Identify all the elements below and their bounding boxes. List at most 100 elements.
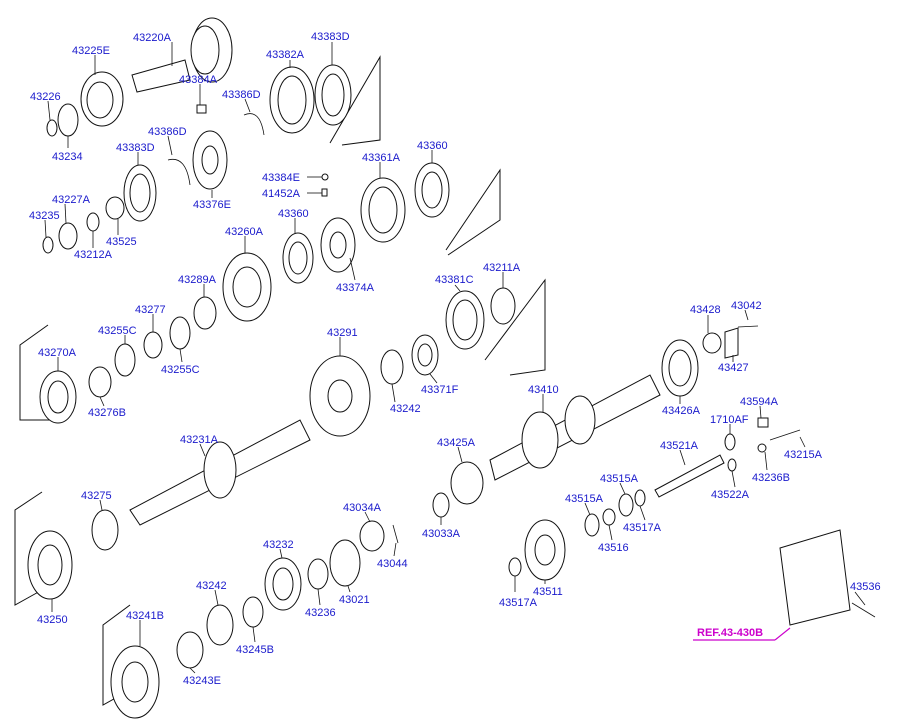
label-43427[interactable]: 43427 — [718, 362, 749, 374]
snap-ring-43226[interactable] — [46, 119, 58, 137]
bearing-43515A-upper[interactable] — [618, 493, 634, 517]
snap-ring-43234[interactable] — [57, 103, 79, 137]
label-43215A[interactable]: 43215A — [784, 449, 823, 461]
label-43260A[interactable]: 43260A — [225, 226, 264, 238]
label-43250[interactable]: 43250 — [37, 614, 68, 626]
label-43517A-upper[interactable]: 43517A — [623, 522, 662, 534]
gear-43241B[interactable] — [110, 645, 160, 719]
ring-43277[interactable] — [143, 331, 163, 359]
ring-43236[interactable] — [307, 558, 329, 590]
sleeve-43276B[interactable] — [88, 366, 112, 398]
hub-43374A[interactable] — [320, 217, 356, 273]
bolt-43042[interactable] — [737, 325, 759, 328]
label-43277[interactable]: 43277 — [135, 304, 166, 316]
bearing-43232[interactable] — [264, 557, 302, 611]
gear-43371F[interactable] — [411, 334, 439, 376]
ring-43245B[interactable] — [242, 596, 264, 628]
label-43536[interactable]: 43536 — [850, 581, 881, 593]
label-43245B[interactable]: 43245B — [236, 644, 274, 656]
gear-43260A[interactable] — [222, 252, 272, 322]
cap-43034A[interactable] — [359, 520, 385, 552]
washer-43517A-lower[interactable] — [508, 557, 522, 577]
label-43511[interactable]: 43511 — [533, 586, 563, 598]
label-43231A[interactable]: 43231A — [180, 434, 219, 446]
label-43517A-lower[interactable]: 43517A — [499, 597, 538, 609]
gear-43270A[interactable] — [39, 370, 77, 424]
label-1710AF[interactable]: 1710AF — [710, 414, 749, 426]
sleeve-43382A[interactable] — [269, 66, 315, 134]
label-43384A[interactable]: 43384A — [179, 74, 218, 86]
hub-43376E[interactable] — [192, 130, 228, 190]
label-43410[interactable]: 43410 — [528, 384, 559, 396]
oring-1710AF[interactable] — [724, 433, 736, 451]
label-43522A[interactable]: 43522A — [711, 489, 750, 501]
gear-43291[interactable] — [309, 355, 371, 437]
pin-43044[interactable] — [392, 524, 399, 544]
label-43255C-lower[interactable]: 43255C — [161, 364, 200, 376]
synchro-ring-43360-upper[interactable] — [414, 162, 450, 218]
ring-43211A[interactable] — [490, 287, 516, 325]
label-43243E[interactable]: 43243E — [183, 675, 221, 687]
washer-43517A-upper[interactable] — [634, 489, 646, 507]
bolt-43215A[interactable] — [769, 429, 801, 441]
spring-43386D-lower[interactable] — [167, 158, 191, 186]
bearing-43426A[interactable] — [661, 339, 699, 397]
sleeve-43361A[interactable] — [360, 177, 406, 243]
label-43220A[interactable]: 43220A — [133, 32, 172, 44]
label-43521A[interactable]: 43521A — [660, 440, 699, 452]
label-43232[interactable]: 43232 — [263, 539, 294, 551]
label-43516[interactable]: 43516 — [598, 542, 629, 554]
part-41452A[interactable] — [321, 188, 328, 197]
label-43382A[interactable]: 43382A — [266, 49, 305, 61]
snap-ring-43235[interactable] — [42, 236, 54, 254]
label-43381C[interactable]: 43381C — [435, 274, 474, 286]
bearing-43255C-upper[interactable] — [114, 343, 136, 377]
label-43242-lower[interactable]: 43242 — [196, 580, 227, 592]
ring-43289A[interactable] — [193, 296, 217, 330]
label-43235[interactable]: 43235 — [29, 210, 60, 222]
label-43021[interactable]: 43021 — [339, 594, 370, 606]
label-43374A[interactable]: 43374A — [336, 282, 375, 294]
bearing-43381C[interactable] — [445, 290, 485, 350]
sleeve-43243E[interactable] — [176, 631, 204, 669]
label-43275[interactable]: 43275 — [81, 490, 112, 502]
label-43276B[interactable]: 43276B — [88, 407, 126, 419]
label-43236[interactable]: 43236 — [305, 607, 336, 619]
label-43270A[interactable]: 43270A — [38, 347, 77, 359]
part-43236B[interactable] — [757, 443, 767, 453]
plate-43428[interactable] — [702, 332, 722, 354]
bearing-43275[interactable] — [91, 509, 119, 551]
label-43383D-lower[interactable]: 43383D — [116, 142, 155, 154]
bearing-43225E[interactable] — [80, 71, 124, 127]
label-43227A[interactable]: 43227A — [52, 194, 91, 206]
label-43212A[interactable]: 43212A — [74, 249, 113, 261]
label-43425A[interactable]: 43425A — [437, 437, 476, 449]
input-shaft-43220A[interactable] — [131, 17, 233, 93]
bearing-43227A[interactable] — [58, 222, 78, 250]
housing-43536[interactable] — [779, 529, 876, 626]
bearing-43242-upper[interactable] — [380, 349, 404, 385]
label-43255C-upper[interactable]: 43255C — [98, 325, 137, 337]
label-43360-lower[interactable]: 43360 — [278, 208, 309, 220]
reference-text[interactable]: REF.43-430B — [697, 627, 763, 639]
plate-43427[interactable] — [724, 327, 739, 359]
label-43515A-upper[interactable]: 43515A — [600, 473, 639, 485]
seal-43021[interactable] — [329, 539, 361, 587]
label-43042[interactable]: 43042 — [731, 300, 762, 312]
washer-43522A[interactable] — [727, 458, 737, 472]
label-43236B[interactable]: 43236B — [752, 472, 790, 484]
bearing-43242-lower[interactable] — [206, 604, 234, 646]
label-43226[interactable]: 43226 — [30, 91, 61, 103]
part-43594A[interactable] — [757, 417, 769, 428]
label-43289A[interactable]: 43289A — [178, 274, 217, 286]
label-43242-upper[interactable]: 43242 — [390, 403, 421, 415]
part-43384E[interactable] — [321, 173, 329, 181]
label-43361A[interactable]: 43361A — [362, 152, 401, 164]
label-43225E[interactable]: 43225E — [72, 45, 110, 57]
bearing-43515A-lower[interactable] — [584, 513, 600, 537]
gear-43250[interactable] — [27, 530, 73, 600]
label-43386D-upper[interactable]: 43386D — [222, 89, 261, 101]
label-43033A[interactable]: 43033A — [422, 528, 461, 540]
shaft-43521A[interactable] — [654, 454, 725, 498]
synchro-ring-43383D-upper[interactable] — [314, 64, 352, 126]
